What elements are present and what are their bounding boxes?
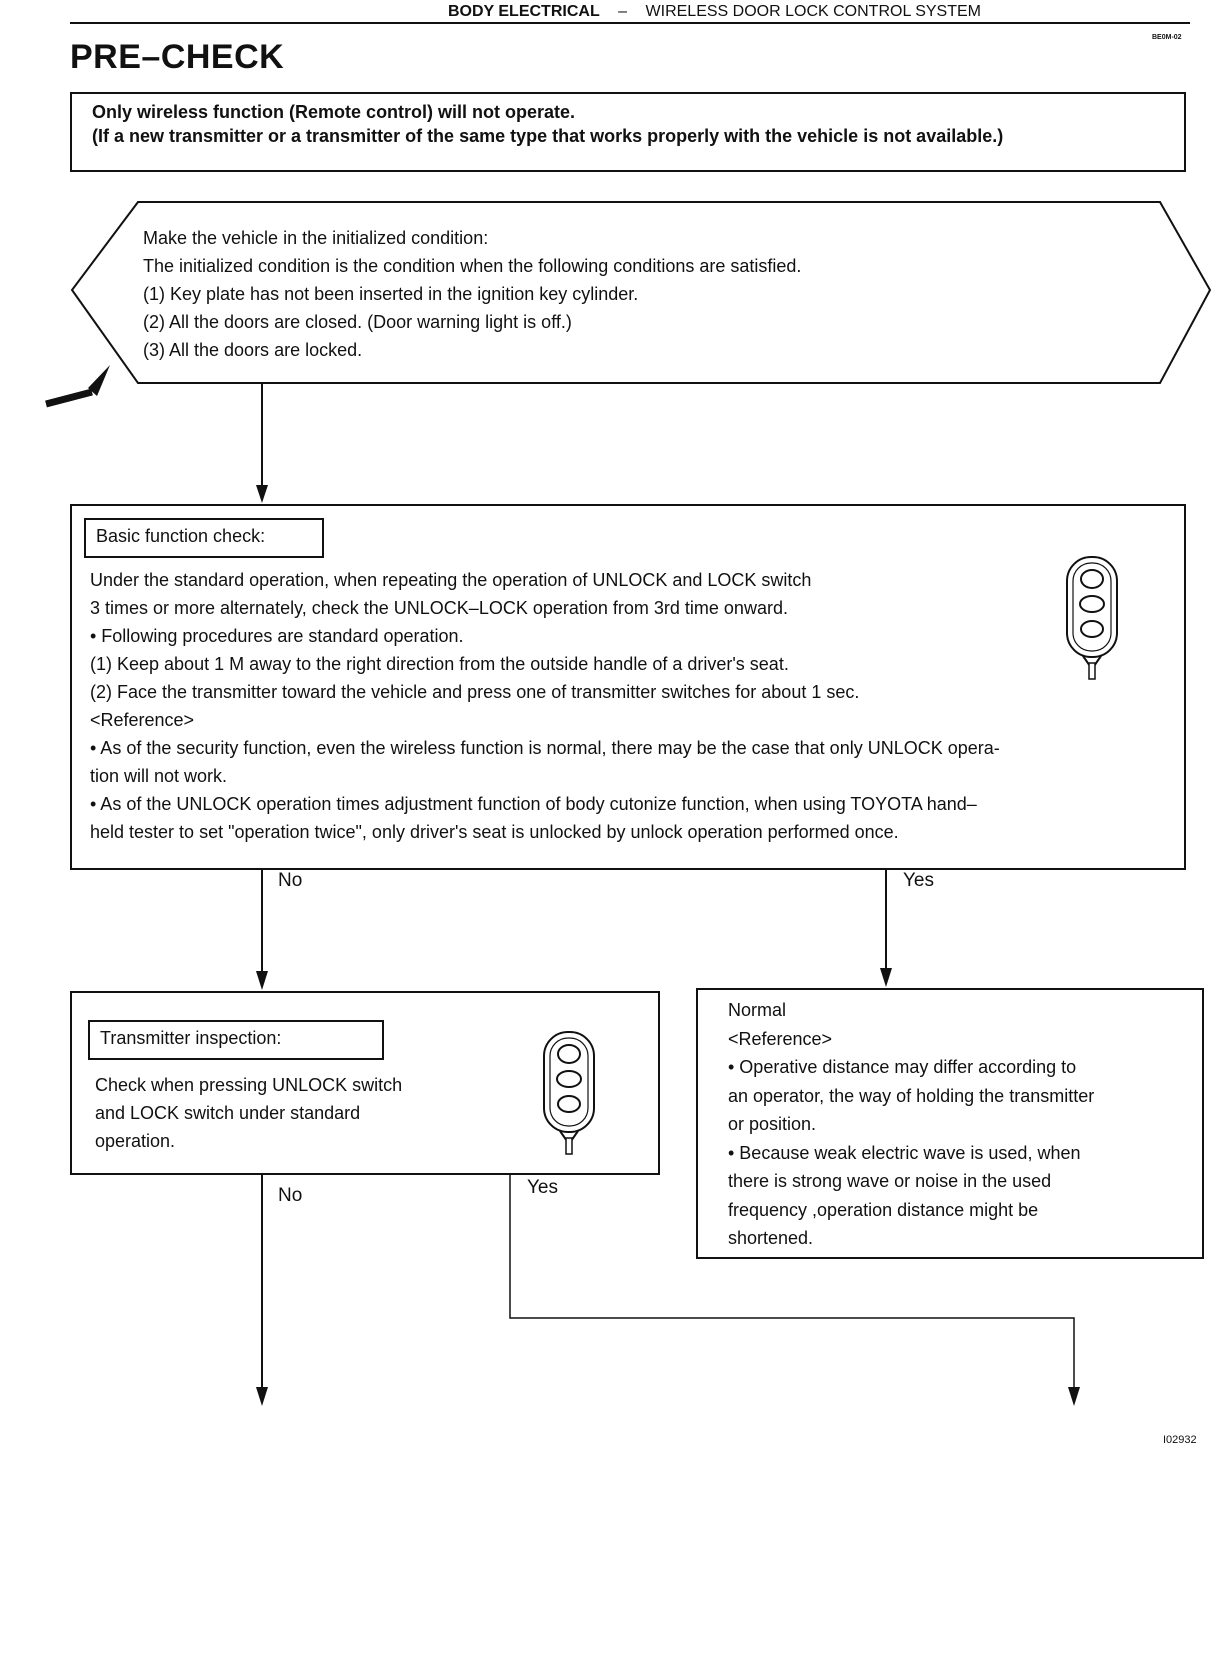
basic-line-2: 3 times or more alternately, check the U… [90, 598, 788, 618]
basic-line-3: • Following procedures are standard oper… [90, 626, 464, 646]
basic-line-10: held tester to set "operation twice", on… [90, 822, 899, 842]
header-subsection: WIRELESS DOOR LOCK CONTROL SYSTEM [645, 3, 981, 20]
arrow-head [880, 968, 892, 987]
transmitter-inspection-text: Check when pressing UNLOCK switch and LO… [95, 1071, 402, 1155]
header-separator: – [618, 3, 628, 20]
arrow-head [1068, 1387, 1080, 1406]
basic-check-text: Under the standard operation, when repea… [90, 566, 1180, 846]
initialize-line-3: (1) Key plate has not been inserted in t… [143, 284, 639, 304]
normal-line-9: shortened. [728, 1228, 814, 1248]
initialize-hexagon [70, 201, 1212, 384]
normal-line-3: • Operative distance may differ accordin… [728, 1057, 1077, 1077]
basic-line-9: • As of the UNLOCK operation times adjus… [90, 794, 977, 814]
normal-line-6: • Because weak electric wave is used, wh… [728, 1142, 1081, 1163]
header-rule [70, 22, 1190, 24]
trans-no-label: No [278, 1185, 303, 1206]
basic-line-8: tion will not work. [90, 766, 228, 786]
connector-line [509, 1175, 1075, 1394]
pointer-arrow-icon [45, 365, 110, 408]
normal-box [696, 988, 1204, 1259]
arrow-head [256, 485, 268, 503]
basic-line-5: (2) Face the transmitter toward the vehi… [90, 682, 860, 702]
basic-line-4: (1) Keep about 1 M away to the right dir… [90, 654, 789, 674]
condition-line-2: (If a new transmitter or a transmitter o… [92, 126, 1004, 146]
trans-yes-label: Yes [527, 1177, 558, 1198]
basic-line-1: Under the standard operation, when repea… [90, 570, 812, 590]
basic-no-label: No [278, 870, 303, 891]
header-section: BODY ELECTRICAL [448, 3, 600, 20]
running-header: BODY ELECTRICAL – WIRELESS DOOR LOCK CON… [448, 3, 981, 21]
normal-line-2: <Reference> [728, 1028, 833, 1049]
basic-line-7: • As of the security function, even the … [90, 738, 1000, 758]
normal-line-5: or position. [728, 1114, 817, 1134]
figure-id: I02932 [1163, 1434, 1197, 1446]
arrow-head [256, 1387, 268, 1406]
condition-box: Only wireless function (Remote control) … [70, 92, 1186, 172]
basic-line-6: <Reference> [90, 710, 195, 730]
basic-check-box [70, 504, 1186, 870]
trans-line-2: and LOCK switch under standard [95, 1103, 361, 1123]
trans-line-3: operation. [95, 1131, 176, 1151]
trans-line-1: Check when pressing UNLOCK switch [95, 1075, 403, 1095]
initialize-line-4: (2) All the doors are closed. (Door warn… [143, 312, 572, 332]
doc-code: BE0M-02 [1152, 34, 1182, 41]
arrow-head [256, 971, 268, 990]
initialize-line-5: (3) All the doors are locked. [143, 340, 363, 360]
initialize-line-2: The initialized condition is the conditi… [143, 256, 802, 276]
normal-line-1: Normal [728, 1000, 787, 1020]
normal-text: Normal <Reference> • Operative distance … [728, 996, 1094, 1253]
transmitter-inspection-title: Transmitter inspection: [88, 1020, 384, 1060]
transmitter-icon [1066, 556, 1118, 680]
transmitter-icon [543, 1031, 595, 1155]
initialize-text: Make the vehicle in the initialized cond… [143, 224, 801, 364]
initialize-line-1: Make the vehicle in the initialized cond… [143, 228, 489, 248]
condition-line-1: Only wireless function (Remote control) … [92, 102, 576, 122]
basic-check-title: Basic function check: [84, 518, 324, 558]
page-title: PRE–CHECK [70, 38, 285, 76]
basic-yes-label: Yes [903, 870, 934, 891]
normal-line-7: there is strong wave or noise in the use… [728, 1171, 1052, 1191]
normal-line-8: frequency ,operation distance might be [728, 1199, 1039, 1220]
normal-line-4: an operator, the way of holding the tran… [728, 1085, 1095, 1106]
